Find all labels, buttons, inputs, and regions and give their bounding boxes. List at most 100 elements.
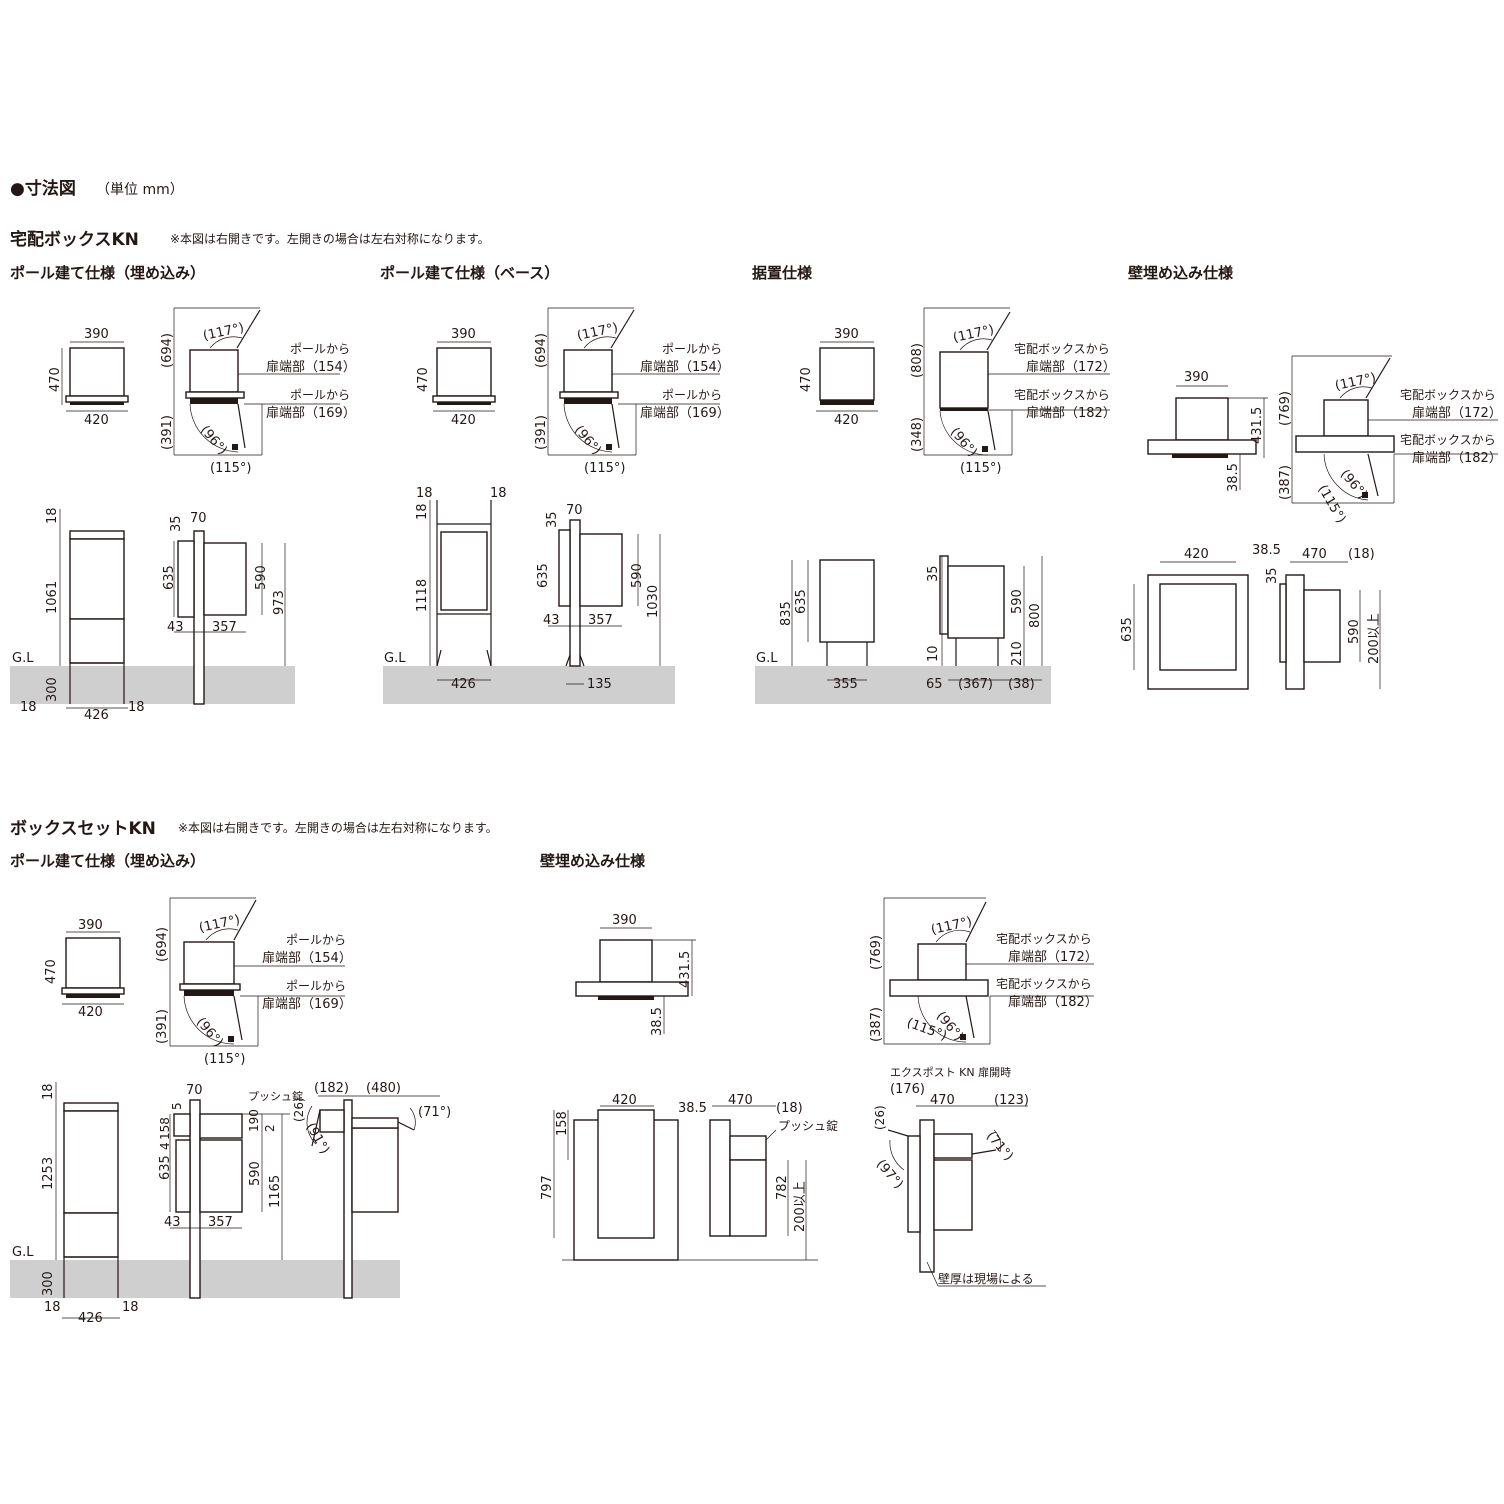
view1-plan-view: 390 470 420 xyxy=(48,327,129,428)
dim-43: 43 xyxy=(167,620,184,635)
box-door-label-1a: 宅配ボックスから xyxy=(1014,341,1110,356)
dim-391: (391) xyxy=(534,415,549,450)
angle-115: (115°) xyxy=(1315,483,1349,526)
dim-387: (387) xyxy=(1278,465,1293,500)
view6-title: 壁埋め込み仕様 xyxy=(540,852,646,870)
view5-title: ポール建て仕様（埋め込み） xyxy=(10,852,205,870)
pole-door-label-1b: 扉端部（154） xyxy=(266,359,356,375)
dim-390: 390 xyxy=(78,918,103,933)
section2-note: ※本図は右開きです。左開きの場合は左右対称になります。 xyxy=(178,820,498,835)
ground xyxy=(10,666,295,704)
view3-side-elevation: 35 590 800 10 210 65 (367) (38) xyxy=(926,555,1043,692)
dim-590: 590 xyxy=(248,1161,263,1186)
box-door-label-2a: 宅配ボックスから xyxy=(996,976,1092,991)
dim-35: 35 xyxy=(926,565,941,582)
section2-title: ボックスセットKN xyxy=(10,819,156,839)
angle-97: (97°) xyxy=(873,1157,906,1192)
dim-158: 158 xyxy=(158,1117,172,1140)
dim-390: 390 xyxy=(84,327,109,342)
view4-plan-view: 390 431.5 38.5 xyxy=(1147,370,1268,492)
angle-115: (115°) xyxy=(204,1052,245,1067)
dim-2: 2 xyxy=(263,1124,277,1132)
dim-43: 43 xyxy=(543,613,560,628)
dim-431-5: 431.5 xyxy=(1250,407,1265,444)
dim-590: 590 xyxy=(1347,619,1362,644)
dim-348: (348) xyxy=(910,417,925,452)
dim-420: 420 xyxy=(78,1005,103,1020)
box-door-label-2b: 扉端部（182） xyxy=(1412,450,1502,466)
dim-769: (769) xyxy=(1278,391,1293,426)
dim-420: 420 xyxy=(834,413,859,428)
view6-front-elevation: 420 158 797 xyxy=(540,1093,818,1261)
pole-door-label-2a: ポールから xyxy=(662,388,722,402)
view5-side-elevation: 70 158 5 4 635 プッシュ錠 190 2 590 1165 43 3… xyxy=(158,1083,303,1299)
view6-side-elevation: 38.5 470 (18) プッシュ錠 782 200以上 xyxy=(678,1093,838,1260)
angle-96: (96°) xyxy=(193,1015,226,1050)
dim-635: 635 xyxy=(162,565,177,590)
box-door-label-1b: 扉端部（172） xyxy=(1026,359,1116,375)
pole-door-label-2b: 扉端部（169） xyxy=(266,405,356,421)
dim-38-5: 38.5 xyxy=(1226,463,1241,492)
dim-590: 590 xyxy=(630,563,645,588)
box-door-label-2b: 扉端部（182） xyxy=(1026,405,1116,421)
dim-387: (387) xyxy=(869,1007,884,1042)
dim-1118: 1118 xyxy=(415,579,430,612)
dim-70: 70 xyxy=(190,511,207,526)
dim-357: 357 xyxy=(588,613,613,628)
dim-782: 782 xyxy=(775,1175,790,1200)
dim-70: 70 xyxy=(186,1083,203,1098)
push-lock-label: プッシュ錠 xyxy=(248,1089,303,1103)
dim-210: 210 xyxy=(1010,641,1025,666)
dim-35: 35 xyxy=(169,515,184,532)
dim-480: (480) xyxy=(366,1081,401,1096)
dim-973: 973 xyxy=(272,590,287,615)
box-door-label-2a: 宅配ボックスから xyxy=(1400,432,1496,447)
dim-357: 357 xyxy=(208,1215,233,1230)
dim-420: 420 xyxy=(612,1093,637,1108)
dim-18-c: 18 xyxy=(415,503,430,520)
dim-4: 4 xyxy=(158,1142,172,1150)
box-door-label-2a: 宅配ボックスから xyxy=(1014,387,1110,402)
ground xyxy=(383,666,675,704)
angle-96: (96°) xyxy=(197,423,230,458)
dim-38-5: 38.5 xyxy=(650,1007,665,1036)
dim-357: 357 xyxy=(212,620,237,635)
dim-18-a: 18 xyxy=(416,486,433,501)
view6-open-door-view: エクスポスト KN 扉開時 (176) 470 (123) (26) (97°)… xyxy=(873,1066,1046,1287)
dim-355: 355 xyxy=(833,677,858,692)
dim-694: (694) xyxy=(155,927,170,962)
dim-835: 835 xyxy=(779,601,794,626)
angle-117: (117°) xyxy=(952,323,996,346)
dim-635: 635 xyxy=(1120,617,1135,642)
pole-door-label-1b: 扉端部（154） xyxy=(640,359,730,375)
box-door-label-1b: 扉端部（172） xyxy=(1412,405,1502,421)
view2-plan-view: 390 470 420 xyxy=(416,327,496,428)
dim-18-left: 18 xyxy=(44,1300,61,1315)
dim-18: (18) xyxy=(1348,547,1375,562)
pole-door-label-2a: ポールから xyxy=(286,979,346,993)
dim-65: 65 xyxy=(926,677,943,692)
dim-18-right: 18 xyxy=(128,700,145,715)
pole-door-label-2a: ポールから xyxy=(290,388,350,402)
dim-470: 470 xyxy=(799,367,814,392)
box-door-label-2b: 扉端部（182） xyxy=(1008,994,1098,1010)
dim-420: 420 xyxy=(1184,547,1209,562)
dim-300: 300 xyxy=(45,677,60,702)
dim-470: 470 xyxy=(48,367,63,392)
view3-front-elevation: 835 635 G.L 355 xyxy=(755,559,1051,704)
angle-117: (117°) xyxy=(198,913,242,936)
view1-side-elevation: 35 70 635 590 973 43 357 xyxy=(162,511,287,705)
pole-door-label-1b: 扉端部（154） xyxy=(262,950,352,966)
dim-470: 470 xyxy=(728,1093,753,1108)
view4-front-elevation: 420 635 xyxy=(1120,547,1249,690)
pole-door-label-1a: ポールから xyxy=(662,342,722,356)
view6-plan-view: 390 431.5 38.5 xyxy=(575,913,696,1036)
view4-title: 壁埋め込み仕様 xyxy=(1128,264,1234,282)
dim-18-top: 18 xyxy=(45,507,60,524)
view1-front-elevation: 18 1061 G.L 300 18 426 18 xyxy=(10,507,295,723)
view2-door-swing-view: (694) (391) (117°) (96°) (115°) ポールから 扉端… xyxy=(534,307,730,476)
dim-5: 5 xyxy=(170,1102,184,1110)
angle-115: (115°) xyxy=(210,461,251,476)
angle-71: (71°) xyxy=(983,1129,1016,1164)
